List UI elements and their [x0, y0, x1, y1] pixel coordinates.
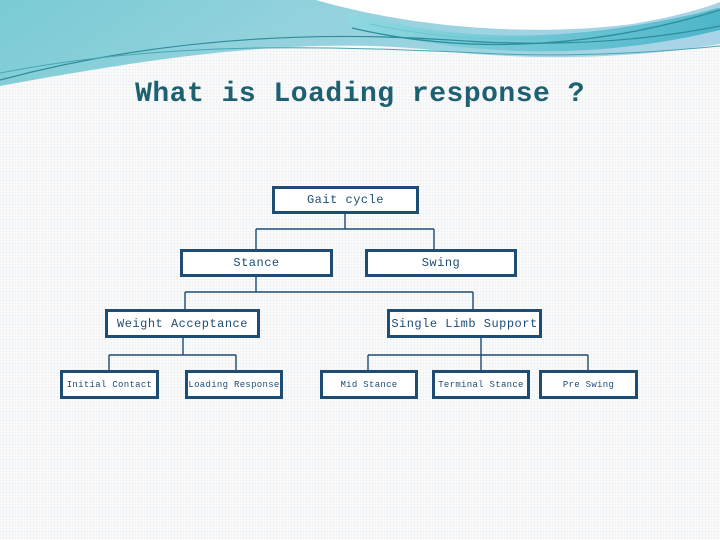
wave-thin-line-3 [351, 9, 720, 46]
node-single-limb-support: Single Limb Support [387, 309, 542, 338]
wave-thin-line-1 [0, 25, 720, 81]
node-mid-stance: Mid Stance [320, 370, 418, 399]
node-single-limb-support-label: Single Limb Support [391, 316, 538, 331]
node-pre-swing-label: Pre Swing [562, 379, 615, 390]
node-swing-label: Swing [421, 256, 461, 270]
node-swing: Swing [365, 249, 517, 277]
wave-thin-line-2 [0, 45, 720, 74]
node-weight-acceptance-label: Weight Acceptance [117, 316, 248, 331]
node-initial-contact: Initial Contact [60, 370, 159, 399]
node-pre-swing: Pre Swing [539, 370, 638, 399]
node-loading-response: Loading Response [185, 370, 283, 399]
node-terminal-stance-label: Terminal Stance [438, 379, 524, 390]
wave-white-swoosh [316, 0, 720, 30]
connector-gait-to-stance-swing [255, 214, 435, 249]
connector-stance-to-children [184, 277, 474, 309]
node-mid-stance-label: Mid Stance [340, 379, 398, 390]
node-initial-contact-label: Initial Contact [66, 379, 153, 390]
connector-weight-acceptance-to-children [108, 338, 237, 370]
decorative-wave-banner [0, 0, 720, 86]
node-terminal-stance: Terminal Stance [432, 370, 530, 399]
slide-title: What is Loading response ? [135, 79, 585, 110]
wave-thin-line-4 [369, 7, 719, 40]
wave-teal-crescent [348, 8, 720, 52]
node-stance: Stance [180, 249, 333, 277]
node-gait-cycle-label: Gait cycle [306, 193, 384, 207]
node-loading-response-label: Loading Response [188, 379, 280, 390]
node-weight-acceptance: Weight Acceptance [105, 309, 260, 338]
connector-single-limb-support-to-children [367, 338, 589, 370]
node-gait-cycle: Gait cycle [272, 186, 419, 214]
node-stance-label: Stance [233, 256, 280, 270]
